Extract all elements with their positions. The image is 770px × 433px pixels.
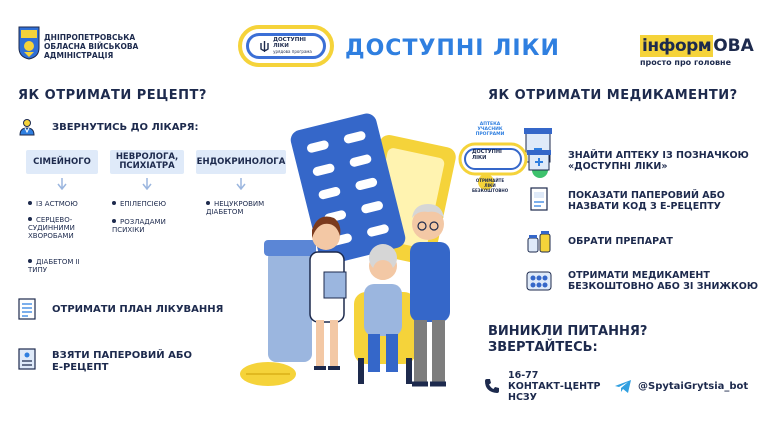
arrow-down-icon	[57, 178, 67, 190]
step-find-pharmacy: ЗНАЙТИ АПТЕКУ ІЗ ПОЗНАЧКОЮ «ДОСТУПНІ ЛІК…	[568, 150, 749, 172]
doctor-icon	[19, 119, 35, 136]
specialist-family: СІМЕЙНОГО	[26, 150, 98, 174]
phone-icon	[485, 379, 499, 393]
specialist-neurologist: НЕВРОЛОГА, ПСИХІАТРА	[110, 150, 184, 174]
prescription-icon	[530, 187, 548, 211]
condition-item: ДІАБЕТОМ ІІ ТИПУ	[28, 258, 80, 274]
contact-center: 16-77 КОНТАКТ-ЦЕНТР НСЗУ	[508, 370, 601, 403]
medicine-bottles-icon	[527, 231, 551, 253]
specialist-endocrinologist: ЕНДОКРИНОЛОГА	[196, 150, 286, 174]
badge-bottom-label: ОТРИМАЙТЕ ЛІКИ БЕЗКОШТОВНО	[472, 178, 509, 193]
badge-logo-text: ДОСТУПНІ ЛІКИ	[472, 149, 502, 161]
trident-icon	[260, 40, 269, 52]
condition-item: РОЗЛАДАМИ ПСИХІКИ	[112, 218, 166, 234]
questions-title: ВИНИКЛИ ПИТАННЯ? ЗВЕРТАЙТЕСЬ:	[488, 324, 648, 355]
illustration	[240, 113, 456, 387]
recipe-section-title: ЯК ОТРИМАТИ РЕЦЕПТ?	[18, 88, 207, 103]
coat-of-arms-icon	[18, 26, 40, 60]
visit-doctor-label: ЗВЕРНУТИСЬ ДО ЛІКАРЯ:	[52, 122, 199, 133]
badge-top-label: АПТЕКА УЧАСНИК ПРОГРАМИ	[475, 122, 505, 137]
condition-item: СЕРЦЕВО-СУДИННИМИ ХВОРОБАМИ	[28, 216, 75, 240]
condition-item: НЕЦУКРОВИМ ДІАБЕТОМ	[206, 200, 265, 216]
condition-item: ІЗ АСТМОЮ	[28, 200, 108, 208]
pharmacy-badge	[458, 128, 552, 190]
condition-item: ЕПІЛЕПСІЄЮ	[112, 200, 192, 208]
step-receive-medicine: ОТРИМАТИ МЕДИКАМЕНТ БЕЗКОШТОВНО АБО ЗІ З…	[568, 270, 759, 292]
program-title: ДОСТУПНІ ЛІКИ	[345, 36, 560, 61]
step-show-prescription: ПОКАЗАТИ ПАПЕРОВИЙ АБО НАЗВАТИ КОД З Е-Р…	[568, 190, 725, 212]
arrow-down-icon	[142, 178, 152, 190]
treatment-plan-label: ОТРИМАТИ ПЛАН ЛІКУВАННЯ	[52, 304, 224, 315]
medicine-section-title: ЯК ОТРИМАТИ МЕДИКАМЕНТИ?	[488, 88, 738, 103]
prescription-icon	[18, 348, 36, 370]
pharmacy-icon	[527, 150, 551, 171]
telegram-bot-link[interactable]: @SpytaiGrytsia_bot	[638, 381, 749, 392]
get-prescription-label: ВЗЯТИ ПАПЕРОВИЙ АБО Е-РЕЦЕПТ	[52, 350, 192, 373]
document-icon	[18, 298, 36, 320]
step-choose-drug: ОБРАТИ ПРЕПАРАТ	[568, 236, 673, 247]
pills-blister-icon	[526, 271, 552, 291]
telegram-icon[interactable]	[614, 379, 632, 394]
program-logo: ДОСТУПНІ ЛІКИ урядова програма	[238, 25, 334, 67]
administration-name: ДНІПРОПЕТРОВСЬКА ОБЛАСНА ВІЙСЬКОВА АДМІН…	[44, 33, 139, 60]
arrow-down-icon	[236, 178, 246, 190]
